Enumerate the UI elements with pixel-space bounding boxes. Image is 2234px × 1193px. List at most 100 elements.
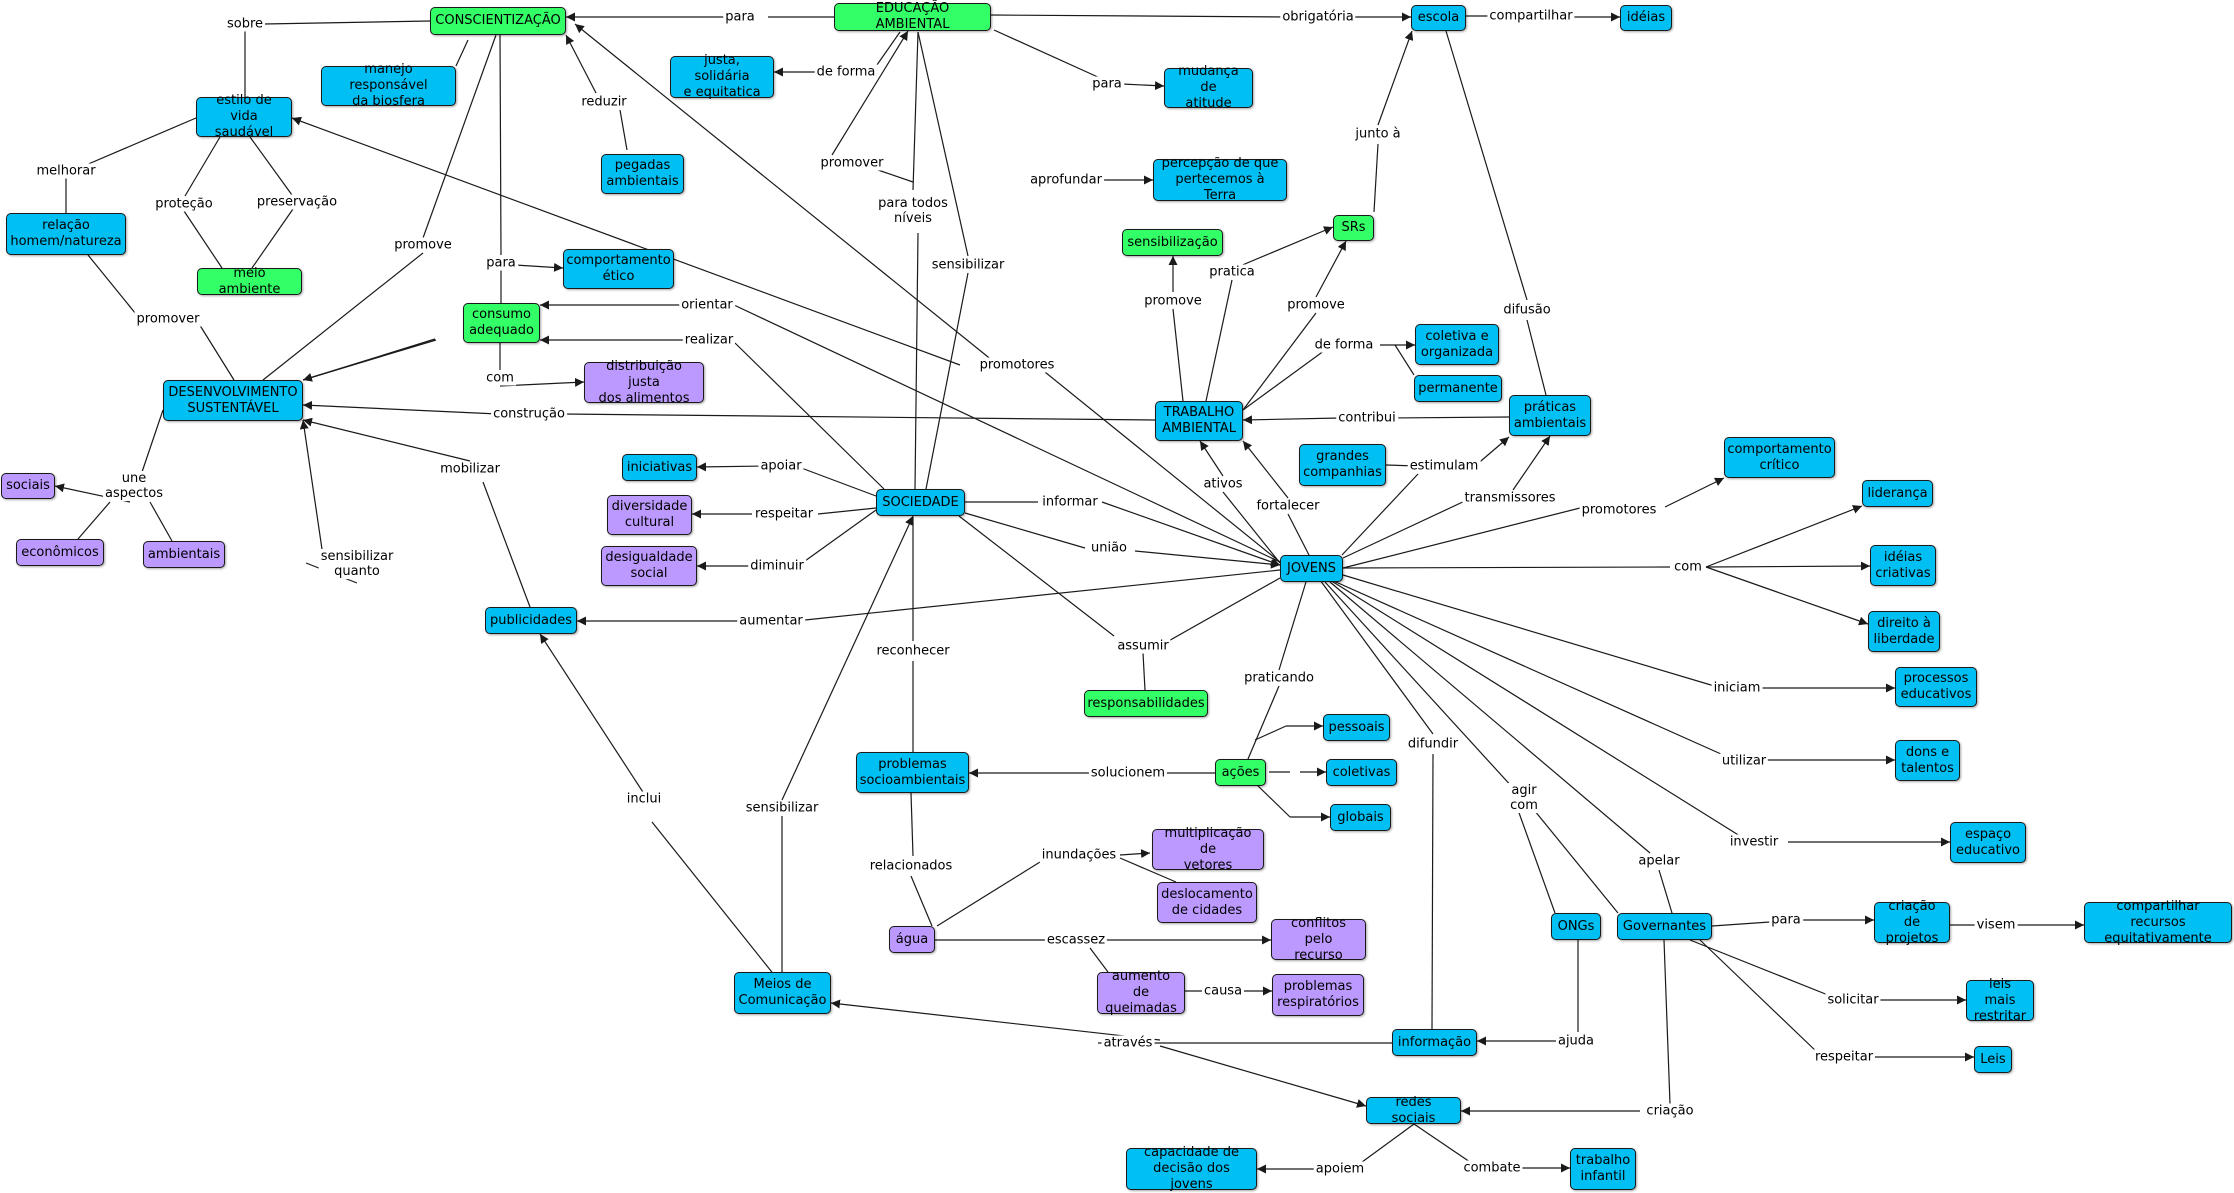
connector-line (141, 409, 164, 473)
concept-escola[interactable]: escola (1411, 5, 1466, 31)
concept-publicidades[interactable]: publicidades (485, 607, 577, 634)
concept-leis-restritar[interactable]: leis mais restritar (1966, 977, 2034, 1024)
concept-coletiva-organizada[interactable]: coletiva e organizada (1415, 324, 1499, 365)
link-de-forma-justa: de forma (814, 64, 878, 80)
concept-dons-talentos[interactable]: dons e talentos (1895, 740, 1960, 781)
concept-problemas-respiratorios[interactable]: problemas respiratórios (1272, 974, 1364, 1016)
link-apoiem: apoiem (1313, 1161, 1367, 1177)
concept-jovens[interactable]: JOVENS (1280, 555, 1343, 582)
connector-line (1711, 921, 1771, 927)
connector-line (299, 419, 324, 557)
concept-multiplicacao-vetores[interactable]: multiplicação de vetores (1152, 826, 1264, 873)
concept-distribuicao-alimentos[interactable]: distribuição justa dos alimentos (584, 359, 704, 406)
link-promove-consc: promove (392, 237, 454, 253)
concept-ideias[interactable]: idéias (1620, 5, 1672, 31)
concept-compartilhar-recursos[interactable]: compartilhar recursos equitativamente (2084, 899, 2232, 946)
concept-percepcao-terra[interactable]: percepção de que pertecemos à Terra (1153, 156, 1287, 203)
connector-line (1529, 804, 1619, 914)
concept-comportamento-etico[interactable]: comportamento ético (563, 249, 674, 289)
link-promover-ea: promover (818, 155, 886, 171)
link-uniao: união (1088, 540, 1130, 556)
concept-agua[interactable]: água (889, 926, 935, 953)
concept-sociedade[interactable]: SOCIEDADE (876, 489, 965, 516)
connector-line (1287, 513, 1311, 558)
connector-line (77, 501, 111, 540)
concept-criacao-projetos[interactable]: criação de projetos (1874, 899, 1950, 946)
concept-conscientizacao[interactable]: CONSCIENTIZAÇÃO (430, 7, 566, 35)
connector-line (910, 792, 914, 857)
link-orientar: orientar (679, 297, 735, 313)
concept-lideranca[interactable]: liderança (1862, 480, 1933, 507)
concept-sensibilizacao[interactable]: sensibilização (1122, 229, 1223, 256)
connector-line (1342, 499, 1468, 559)
connector-line (1247, 685, 1280, 760)
concept-globais[interactable]: globais (1330, 804, 1391, 831)
connector-line (619, 109, 628, 151)
concept-desenvolvimento-sustentavel[interactable]: DESENVOLVIMENTO SUSTENTÁVEL (163, 380, 303, 421)
concept-trabalho-ambiental[interactable]: TRABALHO AMBIENTAL (1155, 401, 1243, 441)
concept-redes-sociais[interactable]: redes sociais (1366, 1095, 1461, 1126)
link-promover-dev: promover (134, 311, 202, 327)
concept-ideias-criativas[interactable]: idéias criativas (1870, 545, 1936, 586)
concept-justa-solidaria[interactable]: justa, solidária e equitatica (670, 53, 774, 100)
connector-line (877, 169, 914, 183)
connector-line (539, 633, 653, 807)
connector-line (499, 34, 502, 256)
connector-line (1705, 566, 1869, 626)
concept-pessoais[interactable]: pessoais (1323, 714, 1390, 741)
concept-informacao[interactable]: informação (1392, 1029, 1477, 1056)
concept-pegadas-ambientais[interactable]: pegadas ambientais (601, 154, 684, 194)
concept-governantes[interactable]: Governantes (1617, 913, 1712, 940)
concept-direito-liberdade[interactable]: direito à liberdade (1868, 611, 1940, 652)
connector-line (1689, 939, 1829, 996)
connector-line (925, 272, 969, 490)
connector-line (1705, 561, 1871, 571)
concept-problemas-socioambientais[interactable]: problemas socioambientais (856, 752, 969, 793)
link-iniciam: iniciam (1711, 680, 1763, 696)
concept-consumo-adequado[interactable]: consumo adequado (463, 303, 540, 343)
link-respeitar-leis: respeitar (1812, 1049, 1876, 1065)
concept-ambientais[interactable]: ambientais (143, 541, 225, 568)
concept-coletivas[interactable]: coletivas (1326, 759, 1397, 786)
concept-desigualdade-social[interactable]: desigualdade social (601, 546, 697, 586)
concept-conflitos-recurso[interactable]: conflitos pelo recurso (1271, 916, 1366, 963)
concept-meios-comunicacao[interactable]: Meios de Comunicação (734, 972, 831, 1014)
link-compartilhar: compartilhar (1487, 8, 1575, 24)
link-para-gov: para (1769, 912, 1803, 928)
concept-responsabilidades[interactable]: responsabilidades (1084, 690, 1208, 717)
concept-diversidade-cultural[interactable]: diversidade cultural (607, 495, 692, 535)
concept-espaco-educativo[interactable]: espaço educativo (1950, 822, 2026, 863)
concept-manejo-biosfera[interactable]: manejo responsável da biosfera (321, 62, 456, 109)
concept-trabalho-infantil[interactable]: trabalho infantil (1570, 1148, 1636, 1190)
concept-iniciativas[interactable]: iniciativas (622, 454, 697, 481)
connector-line (1357, 1123, 1415, 1166)
concept-sociais[interactable]: sociais (1, 473, 55, 499)
link-inundacoes: inundações (1039, 847, 1119, 863)
concept-mudanca-atitude[interactable]: mudança de atitude (1164, 64, 1253, 111)
concept-srs[interactable]: SRs (1333, 215, 1374, 241)
link-combate: combate (1461, 1160, 1523, 1176)
concept-grandes-companhias[interactable]: grandes companhias (1299, 444, 1386, 486)
concept-deslocamento-cidades[interactable]: deslocamento de cidades (1157, 882, 1257, 923)
concept-meio-ambiente[interactable]: meio ambiente (197, 266, 302, 297)
connector-line (291, 116, 961, 366)
link-sensibilizar-ea: sensibilizar (929, 257, 1007, 273)
concept-economicos[interactable]: econômicos (16, 539, 104, 566)
connector-line (1159, 1045, 1367, 1108)
concept-comportamento-critico[interactable]: comportamento crítico (1724, 437, 1835, 478)
concept-aumento-queimadas[interactable]: aumento de queimadas (1097, 969, 1185, 1016)
concept-educacao-ambiental[interactable]: EDUCAÇÃO AMBIENTAL (834, 1, 991, 32)
connector-line (830, 999, 1161, 1041)
concept-permanente[interactable]: permanente (1414, 375, 1502, 402)
connector-line (85, 117, 197, 166)
concept-ongs[interactable]: ONGs (1551, 913, 1601, 940)
concept-praticas-ambientais[interactable]: práticas ambientais (1509, 395, 1591, 436)
concept-relacao-homem-natureza[interactable]: relação homem/natureza (6, 213, 126, 255)
connector-line (514, 262, 564, 272)
concept-estilo-vida[interactable]: estilo de vida saudável (196, 93, 292, 140)
concept-processos-educativos[interactable]: processos educativos (1895, 667, 1977, 707)
concept-acoes[interactable]: ações (1215, 759, 1266, 786)
link-promove-srs: promove (1285, 297, 1347, 313)
concept-capacidade-decisao[interactable]: capacidade de decisão dos jovens (1126, 1145, 1257, 1192)
concept-leis[interactable]: Leis (1974, 1046, 2012, 1073)
